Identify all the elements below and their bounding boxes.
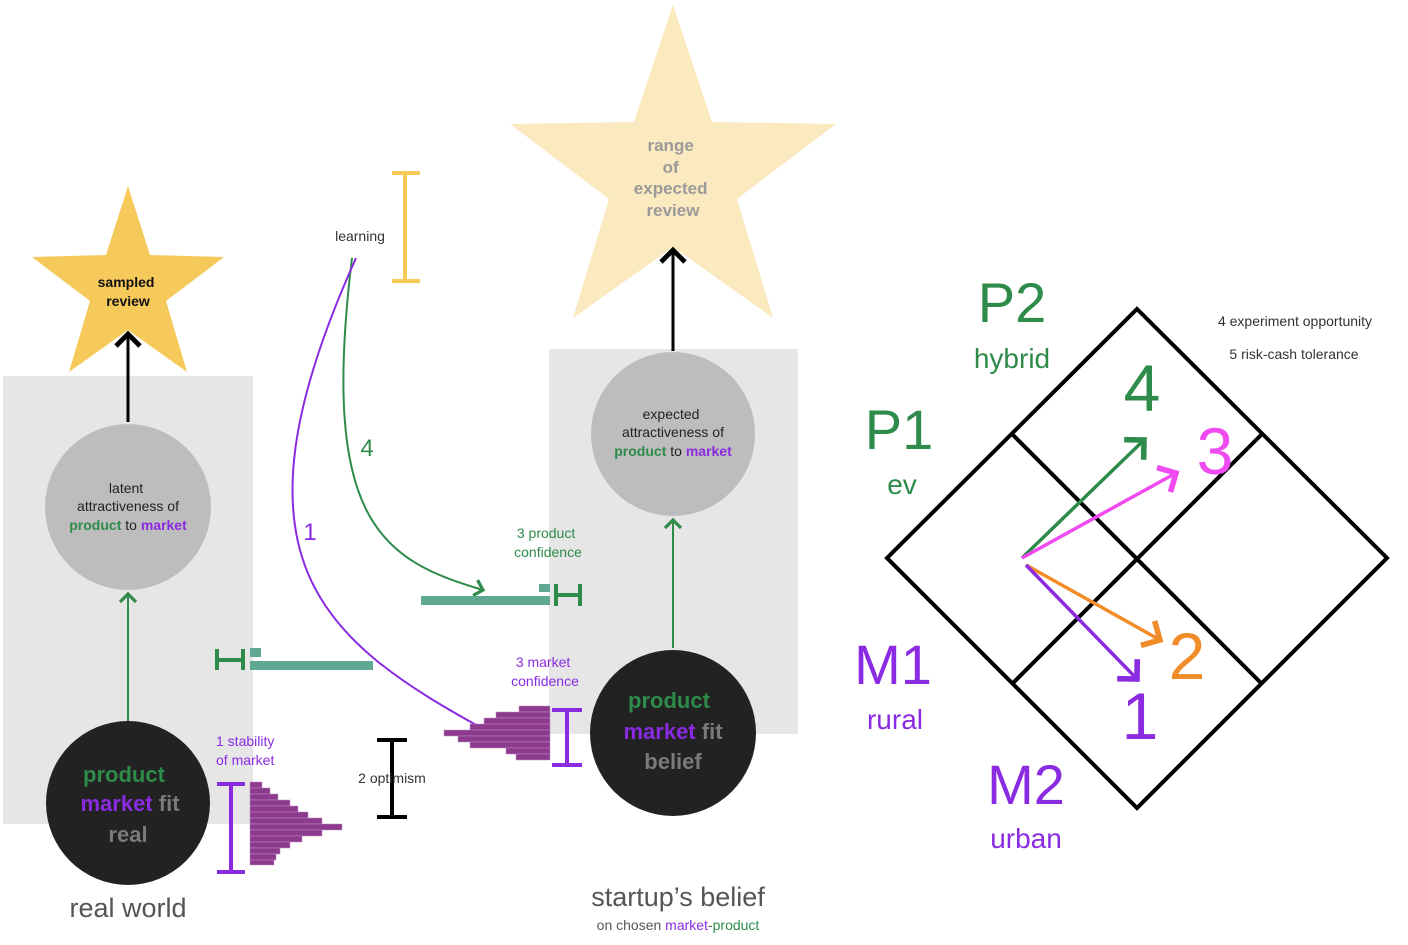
product-conf-line-1: 3 product [517,525,575,541]
sub-on-chosen: on chosen [597,917,662,933]
market-conf-line-1: 3 market [516,654,571,670]
belief-product-histogram [421,584,550,605]
latent-attractiveness-circle [45,424,211,590]
grid-number-1: 1 [1122,679,1159,753]
real-world-caption: real world [69,893,186,923]
belief-product-bracket [554,584,582,606]
latent-line-1: latent [109,480,143,496]
svg-text:1 stability of market: 1 stability of market [216,733,278,768]
belief-market-histogram [443,705,551,761]
m2-sub-label: urban [990,823,1062,854]
stability-histogram [249,781,343,866]
grid-number-4: 4 [1124,351,1161,425]
m1-label: M1 [854,633,932,696]
svg-text:product to market: product to market [69,517,187,533]
arrow-to-2 [1025,563,1164,649]
arrow-4-label: 4 [360,435,373,462]
star-expected: expected [634,179,708,198]
m1-sub-label: rural [867,704,923,735]
stability-bracket [217,782,245,874]
sub-market: market [665,917,708,933]
star-label-review: review [106,293,150,309]
star-range: range [647,136,693,155]
latent-market-word: market [141,517,187,533]
optimism-label: 2 optimism [358,770,426,786]
learning-bracket [392,171,420,283]
learning-arrow-1 [291,257,491,737]
latent-line-2: attractiveness of [77,498,179,514]
learning-arrow-4 [342,257,486,597]
product-market-grid [884,306,1390,811]
p2-label: P2 [978,271,1047,334]
arrow-to-4 [1020,436,1147,560]
svg-text:on chosen market-product: on chosen market-product [597,917,760,933]
sub-product: product [713,917,760,933]
pmf-belief-fit: fit [702,719,723,744]
pmf-belief-product: product [628,688,711,713]
p2-sub-label: hybrid [974,343,1050,374]
p1-label: P1 [865,398,934,461]
range-expected-review-star [510,5,836,318]
pmf-belief-market: market [623,719,696,744]
expected-attractiveness-circle [591,352,755,516]
latent-product-word: product [69,517,121,533]
svg-text:market fit: market fit [623,719,723,744]
risk-cash-tolerance-label: 5 risk-cash tolerance [1229,346,1358,362]
svg-text:product to market: product to market [614,443,732,459]
pmf-belief-circle [590,650,756,816]
product-conf-line-2: confidence [514,544,582,560]
stability-line-2: of market [216,752,274,768]
pmf-real-circle [46,721,210,885]
expected-market-word: market [686,443,732,459]
arrow-1-label: 1 [303,519,316,546]
sampled-review-star [32,186,224,372]
market-conf-line-2: confidence [511,673,579,689]
pmf-real-real: real [108,822,147,847]
belief-caption: startup’s belief [591,882,765,912]
star-review: review [647,201,701,220]
learning-label: learning [335,228,385,244]
belief-market-bracket [552,708,582,767]
svg-text:latent attractiveness of: latent attractiveness of [77,480,179,514]
pmf-real-fit: fit [159,791,180,816]
expected-to-word: to [670,443,682,459]
sub-dash: - [708,917,713,933]
star-label-sampled: sampled [98,274,155,290]
svg-text:sampled review: sampled review [98,274,159,309]
arrow-to-1 [1024,563,1141,682]
svg-text:3 market confidence: 3 market confidence [511,654,579,689]
svg-text:range of expected: range of expected review [634,136,712,220]
grid-number-2: 2 [1169,619,1206,693]
p1-sub-label: ev [887,469,917,500]
svg-text:3 product confidence: 3 product confidence [514,525,582,560]
pmf-belief-belief: belief [644,749,702,774]
arrow-to-3 [1021,464,1180,560]
expected-product-word: product [614,443,666,459]
pmf-real-market: market [80,791,153,816]
real-product-bracket [215,649,245,670]
svg-text:expected attractiveness of: expected attractiveness of [622,406,724,440]
grid-number-3: 3 [1197,414,1234,488]
experiment-opportunity-label: 4 experiment opportunity [1218,313,1372,329]
real-product-histogram [250,648,373,670]
star-of: of [663,158,679,177]
expected-line-2: attractiveness of [622,424,724,440]
pmf-real-product: product [83,762,166,787]
expected-line-1: expected [643,406,700,422]
optimism-bracket [377,738,407,819]
stability-line-1: 1 stability [216,733,274,749]
m2-label: M2 [987,753,1065,816]
svg-text:market fit: market fit [80,791,180,816]
latent-to-word: to [125,517,137,533]
